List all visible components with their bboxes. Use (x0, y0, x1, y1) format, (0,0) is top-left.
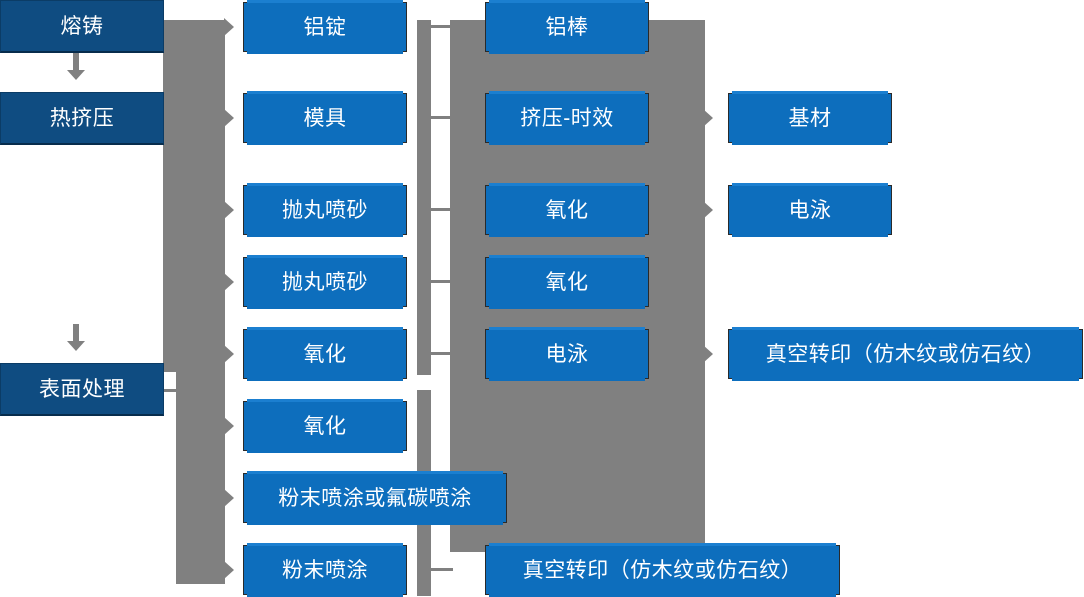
secondary-box-1[interactable]: 铝棒 (485, 0, 649, 54)
process-label-7: 粉末喷涂或氟碳喷涂 (278, 486, 472, 510)
arrow-to-process-5 (224, 345, 234, 363)
output-box-1[interactable]: 基材 (728, 91, 892, 145)
secondary-box-3[interactable]: 氧化 (485, 183, 649, 237)
process-label-6: 氧化 (303, 414, 347, 438)
arrow-to-process-3 (224, 201, 234, 219)
process-box-1[interactable]: 铝锭 (243, 0, 407, 54)
process-label-3: 抛丸喷砂 (282, 198, 368, 222)
secondary-label-5: 电泳 (545, 342, 589, 366)
process-box-7[interactable]: 粉末喷涂或氟碳喷涂 (243, 471, 507, 525)
stage-box-extrusion[interactable]: 热挤压 (0, 92, 164, 145)
connector-rung-6 (431, 568, 453, 571)
connector-stub-surface (73, 324, 79, 342)
secondary-label-1: 铝棒 (545, 15, 589, 39)
connector-rung-1 (431, 25, 453, 28)
stage-label-casting: 熔铸 (60, 14, 104, 38)
arrow-down-to-extrusion (67, 70, 85, 80)
stage-label-extrusion: 热挤压 (49, 106, 115, 130)
process-box-8[interactable]: 粉末喷涂 (243, 543, 407, 597)
connector-stub-casting (73, 53, 79, 71)
secondary-label-4: 氧化 (545, 270, 589, 294)
arrow-to-process-1 (224, 18, 234, 36)
process-box-4[interactable]: 抛丸喷砂 (243, 255, 407, 309)
process-box-6[interactable]: 氧化 (243, 399, 407, 453)
connector-band-left-lower (176, 372, 225, 584)
arrow-to-process-8 (224, 561, 234, 579)
arrow-to-output-1 (703, 109, 713, 127)
stage-label-surface: 表面处理 (39, 377, 125, 401)
connector-rung-4 (431, 280, 453, 283)
arrow-to-output-3 (703, 345, 713, 363)
output-box-2[interactable]: 电泳 (728, 183, 892, 237)
process-label-2: 模具 (303, 106, 347, 130)
arrow-to-process-4 (224, 273, 234, 291)
connector-rung-5 (431, 352, 453, 355)
secondary-box-5[interactable]: 电泳 (485, 327, 649, 381)
output-box-3[interactable]: 真空转印（仿木纹或仿石纹） (728, 327, 1083, 381)
connector-band-left-upper (163, 20, 225, 372)
arrow-to-process-6 (224, 417, 234, 435)
arrow-down-to-surface (67, 341, 85, 351)
connector-bar-mid-upper (417, 20, 431, 375)
secondary-box-4[interactable]: 氧化 (485, 255, 649, 309)
output-label-1: 基材 (788, 106, 832, 130)
secondary-box-2[interactable]: 挤压-时效 (485, 91, 649, 145)
output-label-2: 电泳 (788, 198, 832, 222)
output-label-3: 真空转印（仿木纹或仿石纹） (765, 342, 1046, 366)
process-label-8: 粉末喷涂 (282, 558, 368, 582)
connector-rung-3 (431, 208, 453, 211)
secondary-label-2: 挤压-时效 (520, 106, 614, 130)
process-label-1: 铝锭 (303, 15, 347, 39)
arrow-to-process-7 (224, 489, 234, 507)
process-label-5: 氧化 (303, 342, 347, 366)
stage-box-casting[interactable]: 熔铸 (0, 0, 164, 53)
process-label-4: 抛丸喷砂 (282, 270, 368, 294)
secondary-label-3: 氧化 (545, 198, 589, 222)
secondary-label-6: 真空转印（仿木纹或仿石纹） (522, 558, 803, 582)
process-box-5[interactable]: 氧化 (243, 327, 407, 381)
secondary-box-6[interactable]: 真空转印（仿木纹或仿石纹） (485, 543, 840, 597)
arrow-to-output-2 (703, 201, 713, 219)
arrow-to-process-2 (224, 109, 234, 127)
connector-rung-2 (431, 116, 453, 119)
stage-box-surface[interactable]: 表面处理 (0, 363, 164, 416)
process-box-3[interactable]: 抛丸喷砂 (243, 183, 407, 237)
connector-surface-stub (164, 389, 184, 392)
process-box-2[interactable]: 模具 (243, 91, 407, 145)
